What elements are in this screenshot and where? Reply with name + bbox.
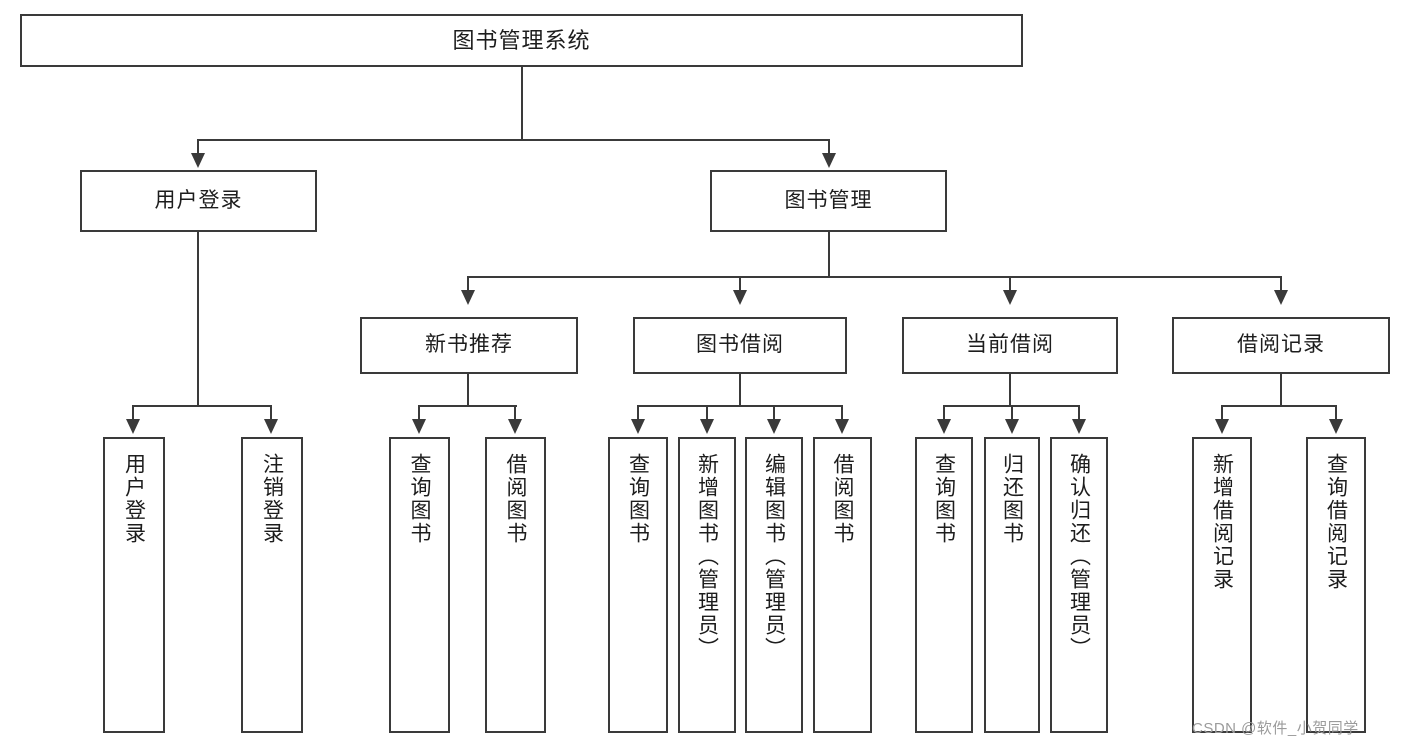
edge-br-trunk (1280, 374, 1282, 406)
edge-user-login-bus (133, 405, 272, 407)
node-leaf-query-record[interactable]: 查询借阅记录 (1306, 437, 1366, 733)
edge-bb-drop-1 (637, 405, 639, 422)
arrow-leaf-add-book (700, 419, 714, 434)
arrow-borrow-record (1274, 290, 1288, 305)
edge-bm-drop-1 (467, 276, 469, 293)
edge-bm-drop-3 (1009, 276, 1011, 293)
arrow-to-book-management (822, 153, 836, 168)
arrow-leaf-logout-login (264, 419, 278, 434)
arrow-leaf-confirm-return (1072, 419, 1086, 434)
node-label: 当前借阅 (966, 333, 1054, 357)
edge-nbr-drop-2 (514, 405, 516, 422)
node-current-borrow[interactable]: 当前借阅 (902, 317, 1118, 374)
arrow-leaf-user-login (126, 419, 140, 434)
node-label: 注销登录 (260, 453, 284, 545)
edge-user-login-trunk (197, 232, 199, 406)
node-label: 图书借阅 (696, 333, 784, 357)
edge-bm-drop-4 (1280, 276, 1282, 293)
node-label: 查询图书 (626, 453, 650, 545)
node-root-system[interactable]: 图书管理系统 (20, 14, 1023, 67)
edge-nbr-bus (419, 405, 517, 407)
node-leaf-query-book-2[interactable]: 查询图书 (608, 437, 668, 733)
edge-nbr-drop-1 (418, 405, 420, 422)
node-label: 新增借阅记录 (1210, 453, 1234, 591)
node-label: 编辑图书（管理员） (762, 453, 786, 660)
arrow-leaf-edit-book (767, 419, 781, 434)
arrow-leaf-query-book-1 (412, 419, 426, 434)
arrow-leaf-borrow-book-1 (508, 419, 522, 434)
arrow-leaf-borrow-book-2 (835, 419, 849, 434)
edge-cb-drop-3 (1078, 405, 1080, 422)
node-label: 用户登录 (122, 453, 146, 545)
node-label: 借阅图书 (831, 453, 854, 545)
node-label: 查询图书 (932, 453, 956, 545)
arrow-current-borrow (1003, 290, 1017, 305)
node-label: 确认归还（管理员） (1067, 453, 1091, 660)
node-label: 用户登录 (154, 188, 243, 212)
edge-to-book-management (828, 139, 830, 156)
edge-cb-drop-1 (943, 405, 945, 422)
edge-nbr-trunk (467, 374, 469, 406)
node-leaf-logout-login[interactable]: 注销登录 (241, 437, 303, 733)
node-leaf-confirm-return[interactable]: 确认归还（管理员） (1050, 437, 1108, 733)
edge-br-drop-2 (1335, 405, 1337, 422)
edge-br-bus (1222, 405, 1337, 407)
node-label: 新增图书（管理员） (695, 453, 719, 660)
edge-bb-trunk (739, 374, 741, 406)
edge-bm-drop-2 (739, 276, 741, 293)
node-leaf-return-book[interactable]: 归还图书 (984, 437, 1040, 733)
node-label: 借阅图书 (504, 453, 527, 545)
arrow-book-borrow (733, 290, 747, 305)
node-leaf-borrow-book-2[interactable]: 借阅图书 (813, 437, 872, 733)
edge-bb-drop-2 (706, 405, 708, 422)
edge-cb-trunk (1009, 374, 1011, 406)
edge-root-bus (198, 139, 830, 141)
node-leaf-borrow-book-1[interactable]: 借阅图书 (485, 437, 546, 733)
csdn-watermark: CSDN @软件_小贺同学 (1192, 720, 1359, 737)
edge-bb-bus (638, 405, 843, 407)
node-label: 借阅记录 (1237, 333, 1325, 357)
edge-cb-drop-2 (1011, 405, 1013, 422)
node-leaf-add-book[interactable]: 新增图书（管理员） (678, 437, 736, 733)
node-leaf-query-book-1[interactable]: 查询图书 (389, 437, 450, 733)
edge-book-management-trunk (828, 232, 830, 277)
edge-book-management-bus (468, 276, 1282, 278)
arrow-leaf-query-record (1329, 419, 1343, 434)
edge-root-trunk (521, 67, 523, 140)
node-book-borrow[interactable]: 图书借阅 (633, 317, 847, 374)
node-leaf-user-login[interactable]: 用户登录 (103, 437, 165, 733)
node-leaf-add-record[interactable]: 新增借阅记录 (1192, 437, 1252, 733)
arrow-leaf-return-book (1005, 419, 1019, 434)
node-label: 新书推荐 (425, 333, 513, 357)
node-user-login[interactable]: 用户登录 (80, 170, 317, 232)
arrow-leaf-add-record (1215, 419, 1229, 434)
arrow-to-user-login (191, 153, 205, 168)
node-label: 查询借阅记录 (1324, 453, 1348, 591)
node-label: 归还图书 (1000, 453, 1024, 545)
arrow-leaf-query-book-3 (937, 419, 951, 434)
node-new-book-recommend[interactable]: 新书推荐 (360, 317, 578, 374)
node-leaf-edit-book[interactable]: 编辑图书（管理员） (745, 437, 803, 733)
edge-bb-drop-4 (841, 405, 843, 422)
edge-user-login-drop-1 (132, 405, 134, 422)
arrow-leaf-query-book-2 (631, 419, 645, 434)
node-label: 图书管理系统 (452, 27, 591, 53)
node-leaf-query-book-3[interactable]: 查询图书 (915, 437, 973, 733)
node-book-management[interactable]: 图书管理 (710, 170, 947, 232)
node-label: 图书管理 (784, 188, 873, 212)
edge-br-drop-1 (1221, 405, 1223, 422)
edge-bb-drop-3 (773, 405, 775, 422)
edge-to-user-login (197, 139, 199, 156)
node-borrow-record[interactable]: 借阅记录 (1172, 317, 1390, 374)
edge-user-login-drop-2 (270, 405, 272, 422)
arrow-new-book-recommend (461, 290, 475, 305)
node-label: 查询图书 (408, 453, 431, 545)
